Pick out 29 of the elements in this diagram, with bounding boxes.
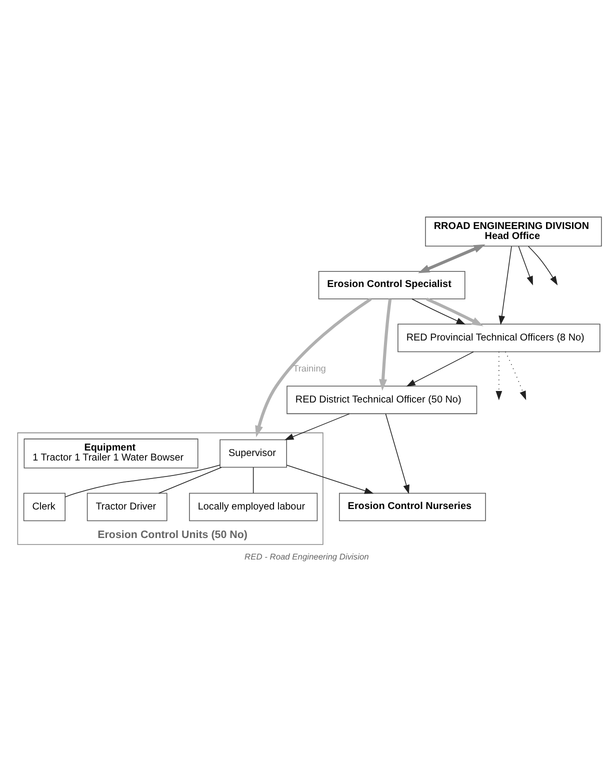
arrow — [418, 244, 486, 273]
connector — [64, 464, 220, 497]
arrow — [496, 350, 502, 400]
arrow — [505, 350, 526, 400]
node-box: Clerk — [23, 492, 66, 521]
arrow — [385, 412, 410, 494]
node-box: Locally employed labour — [189, 492, 318, 521]
node-box: RED Provincial Technical Officers (8 No) — [398, 323, 600, 352]
arrow — [518, 245, 533, 285]
arrow — [406, 350, 474, 386]
node-box: RROAD ENGINEERING DIVISION Head Office — [425, 216, 602, 246]
node-box: Erosion Control Nurseries — [339, 492, 486, 521]
arrow — [412, 298, 466, 324]
arrow — [286, 464, 374, 494]
caption: RED - Road Engineering Division — [244, 551, 369, 562]
arrow — [528, 245, 558, 285]
node-box: Tractor Driver — [86, 492, 168, 521]
connector — [158, 466, 222, 494]
arrow — [379, 298, 392, 390]
arrow — [255, 297, 372, 437]
node-box: Equipment 1 Tractor 1 Trailer 1 Water Bowser — [24, 438, 198, 468]
node-box: Erosion Control Specialist — [318, 270, 466, 299]
arrow — [426, 297, 484, 326]
node-box: Supervisor — [220, 438, 287, 468]
connector — [252, 466, 254, 493]
node-box: RED District Technical Officer (50 No) — [286, 385, 478, 414]
edge-label: Training — [293, 362, 326, 373]
arrow — [284, 412, 350, 440]
arrow — [498, 245, 512, 325]
